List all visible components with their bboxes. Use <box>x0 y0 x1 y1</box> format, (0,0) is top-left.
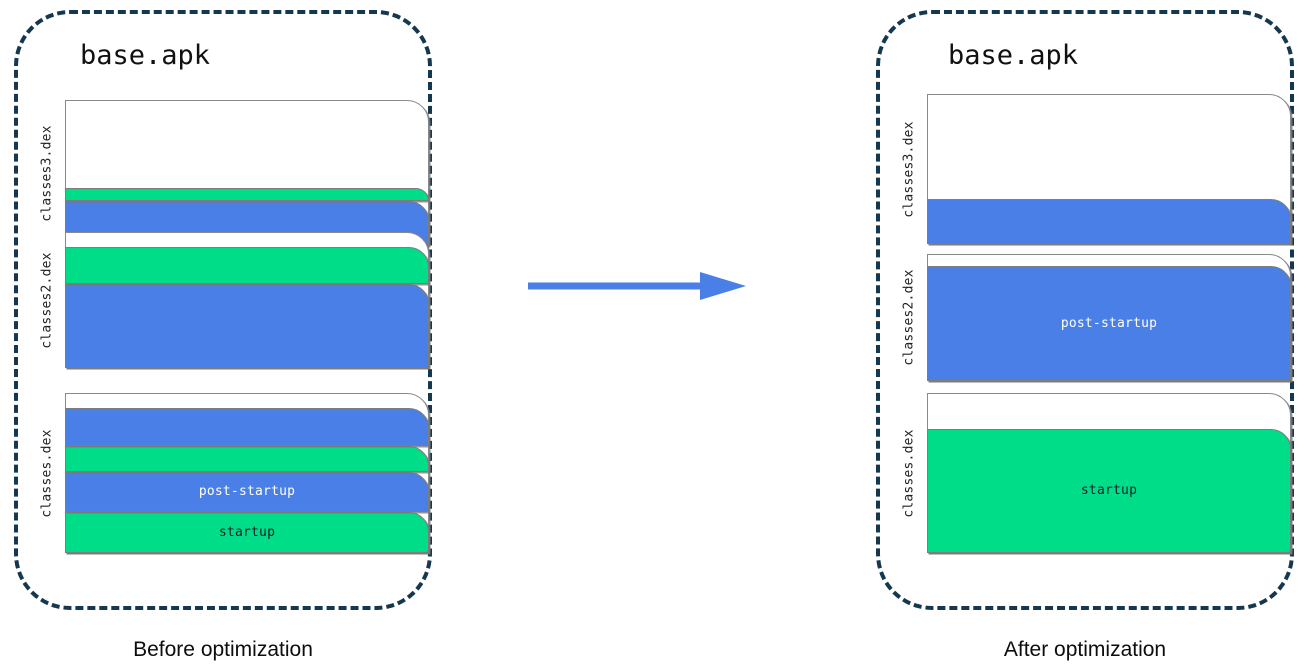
dex-label-text: classes.dex <box>39 428 55 518</box>
apk-title-before: base.apk <box>80 40 211 71</box>
dex-segment-label: startup <box>218 524 276 540</box>
caption-after: After optimization <box>1003 638 1167 661</box>
dex-block-classes-after: classes.dex startup <box>895 393 1291 553</box>
segment-stack: startup <box>927 394 1291 553</box>
dex-block-classes3-after: classes3.dex <box>895 94 1291 244</box>
dex-segment-green <box>65 246 429 285</box>
segment-stack: startup post-startup <box>65 394 429 553</box>
dex-segment-label: post-startup <box>198 484 296 500</box>
dex-body <box>927 94 1291 244</box>
segment-stack <box>927 95 1291 244</box>
dex-label-text: classes2.dex <box>901 269 917 366</box>
dex-body <box>65 100 429 246</box>
segment-stack <box>65 233 429 368</box>
dex-label-classes3-before: classes3.dex <box>33 100 61 246</box>
dex-block-classes2-before: classes2.dex <box>33 232 429 368</box>
dex-body: startup <box>927 393 1291 553</box>
dex-segment-green <box>65 446 429 472</box>
caption-before: Before optimization <box>133 638 313 661</box>
dex-label-classes-before: classes.dex <box>33 393 61 553</box>
arrow-right-icon <box>528 270 748 302</box>
dex-segment-blue <box>65 284 429 368</box>
dex-segment-green-startup: startup <box>927 428 1291 553</box>
apk-title-after: base.apk <box>948 40 1079 71</box>
dex-body: post-startup <box>927 254 1291 381</box>
dex-segment-green <box>65 188 429 202</box>
dex-segment-green-startup: startup <box>65 511 429 553</box>
segment-stack: post-startup <box>927 255 1291 381</box>
dex-segment-blue-post-startup: post-startup <box>65 471 429 512</box>
dex-segment-blue-post-startup: post-startup <box>927 266 1291 381</box>
dex-segment-label: startup <box>1080 483 1138 499</box>
dex-label-text: classes3.dex <box>901 120 917 218</box>
dex-segment-blue <box>65 408 429 447</box>
dex-label-classes2-after: classes2.dex <box>895 254 923 381</box>
dex-label-classes-after: classes.dex <box>895 393 923 553</box>
dex-body: startup post-startup <box>65 393 429 553</box>
dex-label-classes2-before: classes2.dex <box>33 232 61 368</box>
dex-body <box>65 232 429 368</box>
dex-segment-blue <box>927 199 1291 244</box>
dex-label-text: classes3.dex <box>39 124 55 222</box>
dex-segment-label: post-startup <box>1060 316 1158 332</box>
dex-label-classes3-after: classes3.dex <box>895 94 923 244</box>
dex-block-classes2-after: classes2.dex post-startup <box>895 254 1291 381</box>
dex-label-text: classes2.dex <box>39 251 55 349</box>
dex-block-classes-before: classes.dex startup post-startup <box>33 393 429 553</box>
dex-label-text: classes.dex <box>901 428 917 518</box>
dex-block-classes3-before: classes3.dex <box>33 100 429 246</box>
segment-stack <box>65 101 429 246</box>
